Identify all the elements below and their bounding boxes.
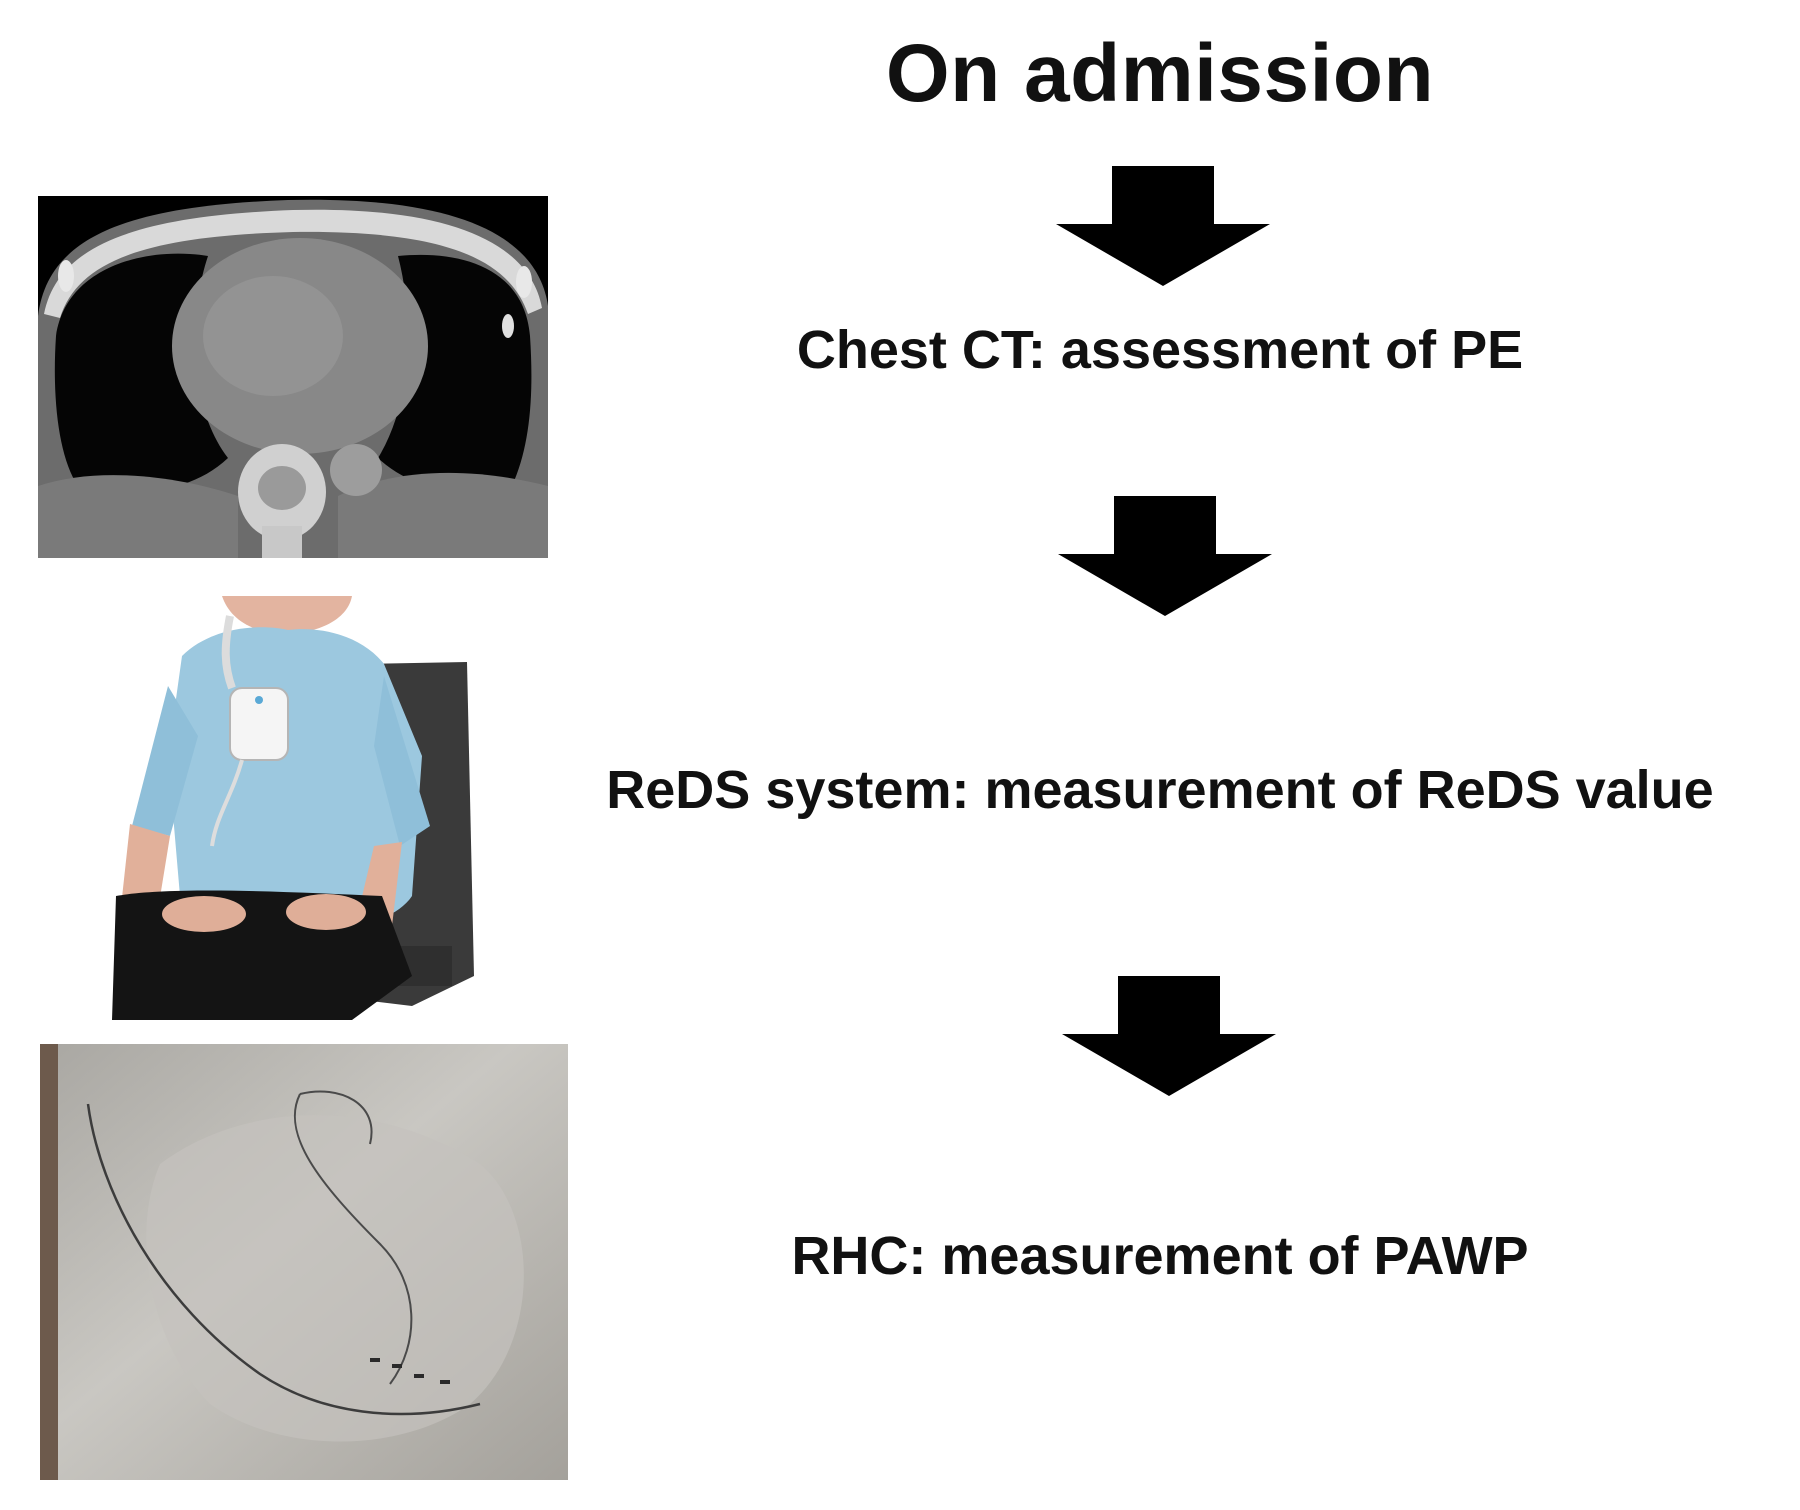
down-arrow-icon <box>1058 496 1272 616</box>
down-arrow-icon <box>1056 166 1270 286</box>
down-arrow-icon <box>1062 976 1276 1096</box>
step-reds-label: ReDS system: measurement of ReDS value <box>606 760 1714 820</box>
reds-patient-photo <box>112 596 482 1020</box>
step-chest-ct-label: Chest CT: assessment of PE <box>796 320 1524 380</box>
rhc-xray-image <box>40 1044 568 1480</box>
diagram-title: On admission <box>885 28 1435 119</box>
step-rhc-label: RHC: measurement of PAWP <box>791 1226 1529 1286</box>
chest-ct-image <box>38 196 548 558</box>
